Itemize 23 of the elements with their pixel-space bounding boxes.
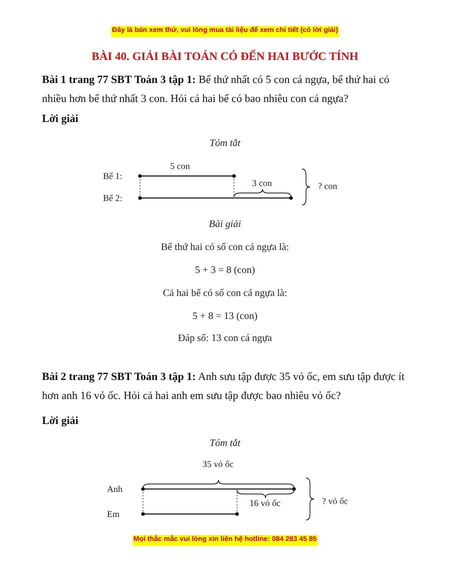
equation-text: 5 + 8 = 13 (con) xyxy=(192,310,258,324)
row-label: Em xyxy=(107,508,120,521)
problem-text: Bài 2 trang 77 SBT Toán 3 tập 1: Anh sưu tập được 35 vỏ ốc, em sưu tập được ít hơn anh 16 vỏ ốc. Hỏi cả hai anh em sưu tập được bao nhiêu vỏ ốc? xyxy=(42,370,406,404)
segment-label: 35 vỏ ốc xyxy=(202,458,234,471)
row-label: Bể 2: xyxy=(103,192,122,205)
segment-label: 3 con xyxy=(252,177,272,190)
answer-text: Đáp số: 13 con cá ngựa xyxy=(178,332,272,346)
total-label: ? con xyxy=(318,180,338,193)
total-label: ? vỏ ốc xyxy=(322,495,348,508)
section-heading: Lời giải xyxy=(42,112,78,127)
solution-heading: Bài giải xyxy=(209,218,241,232)
page-title: BÀI 40. GIẢI BÀI TOÁN CÓ ĐẾN HAI BƯỚC TÍNH xyxy=(92,49,358,65)
problem-text: Bài 1 trang 77 SBT Toán 3 tập 1: Bể thứ nhất có 5 con cá ngựa, bể thứ hai có nhiều hơn bể thứ nhất 3 con. Hỏi cả hai bể có bao nhiêu con cá ngựa? xyxy=(42,73,390,107)
section-heading: Lời giải xyxy=(42,414,78,429)
row-label: Anh xyxy=(107,483,122,496)
summary-heading: Tóm tắt xyxy=(210,437,240,451)
segment-label: 16 vỏ ốc xyxy=(250,497,280,510)
solution-line: Bể thứ hai có số con cá ngựa là: xyxy=(160,241,290,255)
solution-line: Cả hai bể có số con cá ngựa là: xyxy=(162,287,288,301)
summary-heading: Tóm tắt xyxy=(210,137,240,151)
equation-text: 5 + 3 = 8 (con) xyxy=(195,264,255,278)
segment-label: 5 con xyxy=(170,160,190,173)
row-label: Bể 1: xyxy=(103,170,122,183)
